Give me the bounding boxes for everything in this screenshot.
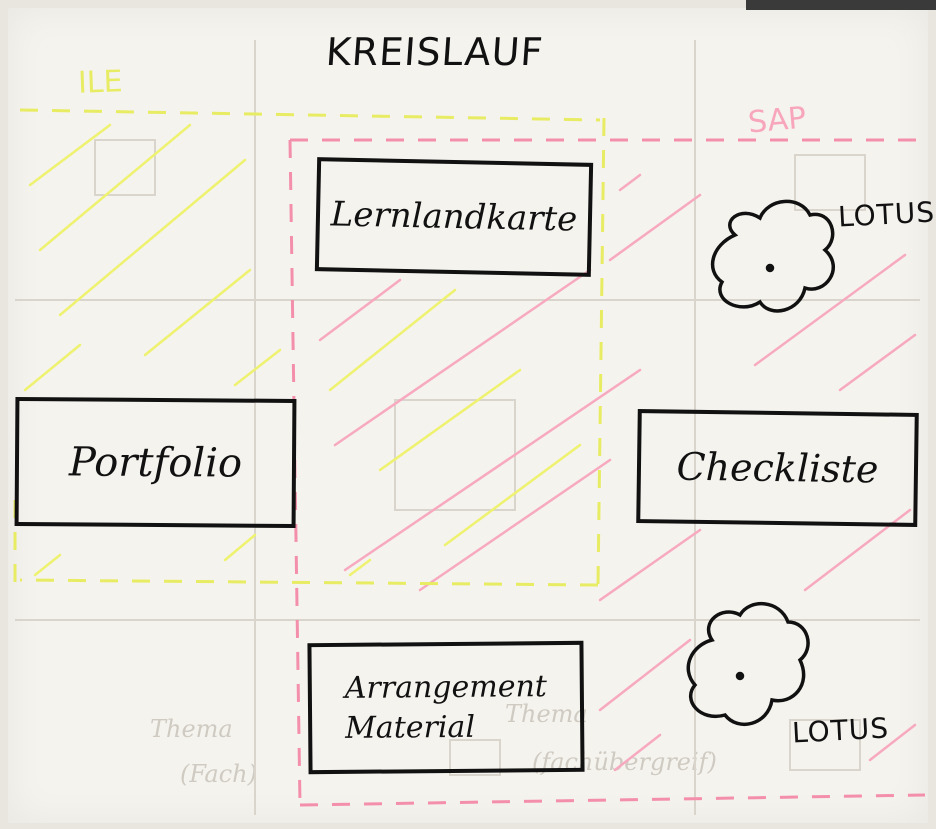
cloud-icon bbox=[710, 199, 836, 313]
faint-text-right: Thema bbox=[505, 700, 588, 728]
checkliste-label: Checkliste bbox=[676, 444, 879, 492]
sap-boundary bbox=[288, 138, 926, 807]
cloud-icon bbox=[686, 601, 810, 726]
sap-hatching bbox=[318, 173, 917, 772]
sap-zone-label: SAP bbox=[746, 100, 808, 141]
background-corner bbox=[746, 0, 936, 10]
lernlandkarte-label: Lernlandkarte bbox=[330, 194, 578, 240]
lotus-label-bottom: LOTUS bbox=[791, 711, 890, 750]
lernlandkarte-box: Lernlandkarte bbox=[314, 157, 594, 277]
ile-hatching bbox=[23, 123, 582, 577]
whiteboard-paper bbox=[8, 8, 928, 823]
checkliste-box: Checkliste bbox=[636, 409, 919, 527]
ile-zone-label: ILE bbox=[77, 64, 124, 101]
faint-text-left-sub: (Fach) bbox=[180, 760, 257, 788]
arrangement-material-box: Arrangement Material bbox=[307, 640, 585, 775]
portfolio-label: Portfolio bbox=[68, 438, 243, 487]
diagram-title: KREISLAUF bbox=[324, 30, 545, 74]
faint-text-left: Thema bbox=[150, 715, 233, 743]
portfolio-box: Portfolio bbox=[14, 397, 297, 528]
arrangement-label: Arrangement bbox=[344, 668, 548, 706]
material-label: Material bbox=[344, 709, 476, 746]
faint-grid bbox=[15, 40, 920, 815]
arrangement-material-text: Arrangement Material bbox=[345, 667, 548, 749]
ile-boundary bbox=[13, 108, 606, 587]
lotus-label-top: LOTUS bbox=[837, 195, 936, 234]
